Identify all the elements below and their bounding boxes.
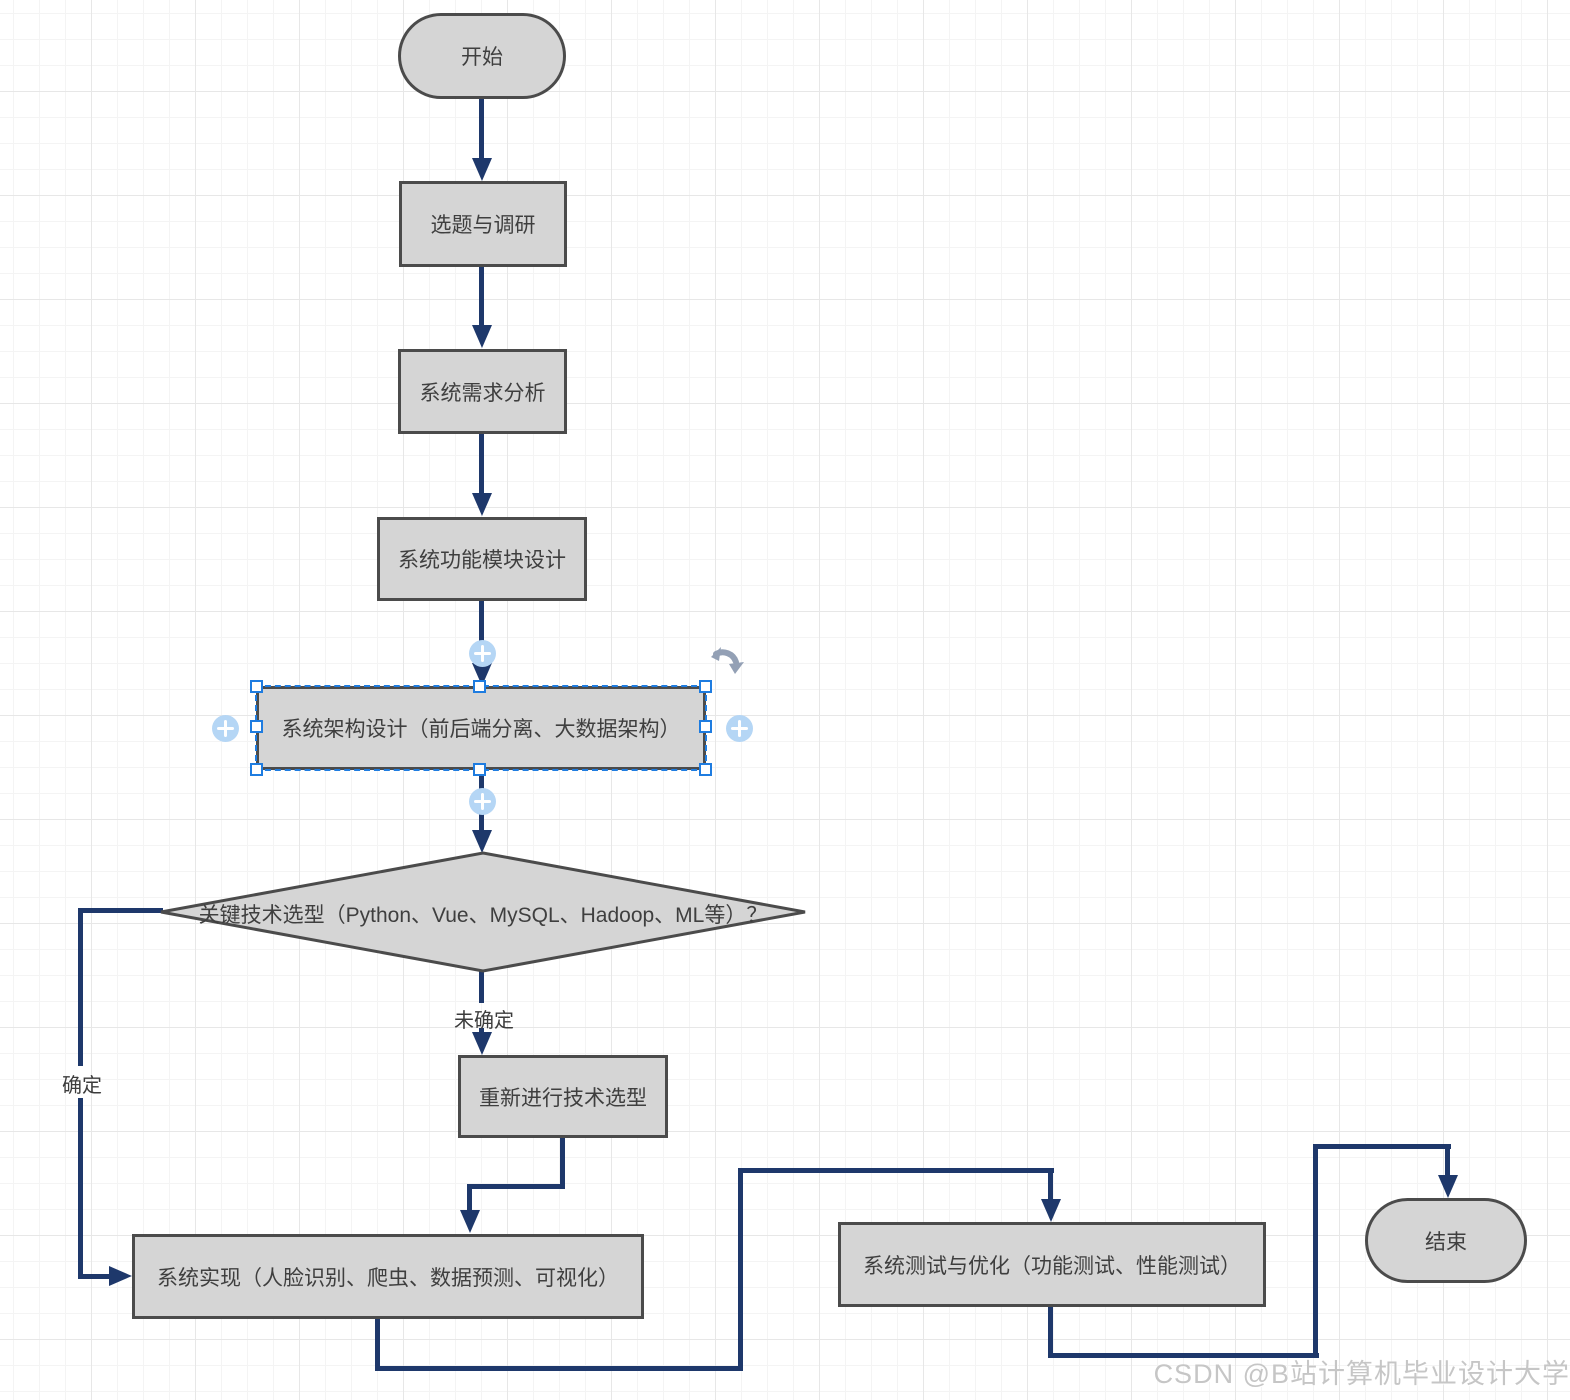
node-label: 重新进行技术选型	[479, 1086, 647, 1110]
arrowhead-down-icon	[472, 158, 492, 181]
edge-segment	[479, 971, 484, 1003]
connection-point-top-icon[interactable]	[469, 640, 496, 667]
node-label: 结束	[1425, 1230, 1467, 1254]
node-topic-research[interactable]: 选题与调研	[399, 181, 567, 267]
node-label: 选题与调研	[430, 214, 536, 237]
resize-handle-s[interactable]	[473, 763, 486, 776]
edge-segment	[78, 908, 83, 1066]
node-label: 系统实现（人脸识别、爬虫、数据预测、可视化）	[157, 1266, 619, 1290]
arrowhead-down-icon	[472, 325, 492, 348]
connection-point-left-icon[interactable]	[212, 715, 239, 742]
node-implementation[interactable]: 系统实现（人脸识别、爬虫、数据预测、可视化）	[132, 1234, 644, 1319]
edge-segment	[375, 1319, 380, 1371]
node-label: 系统测试与优化（功能测试、性能测试）	[863, 1254, 1241, 1278]
node-module-design[interactable]: 系统功能模块设计	[377, 517, 587, 601]
arrowhead-down-icon	[472, 493, 492, 516]
edge-segment	[467, 1184, 472, 1212]
node-label: 开始	[461, 46, 503, 69]
node-testing-optimization[interactable]: 系统测试与优化（功能测试、性能测试）	[838, 1222, 1266, 1307]
resize-handle-e[interactable]	[699, 720, 712, 733]
edge-segment	[1048, 1168, 1053, 1200]
node-label: 系统架构设计（前后端分离、大数据架构）	[281, 718, 681, 741]
resize-handle-sw[interactable]	[250, 763, 263, 776]
node-start[interactable]: 开始	[398, 13, 566, 99]
resize-handle-nw[interactable]	[250, 680, 263, 693]
edge-segment	[78, 1098, 83, 1279]
connection-point-bottom-icon[interactable]	[469, 788, 496, 815]
edge-segment	[738, 1168, 743, 1371]
edge-segment	[78, 1274, 112, 1279]
edge-segment	[467, 1184, 565, 1189]
arrowhead-down-icon	[1438, 1175, 1458, 1198]
node-label: 系统需求分析	[419, 381, 546, 405]
node-end[interactable]: 结束	[1365, 1198, 1527, 1283]
node-architecture-design[interactable]: 系统架构设计（前后端分离、大数据架构）	[250, 680, 712, 776]
arrowhead-down-icon	[460, 1210, 480, 1233]
edge-segment	[560, 1138, 565, 1189]
edge-segment	[1313, 1144, 1451, 1149]
arrowhead-down-icon	[472, 830, 492, 853]
node-reselect-technology[interactable]: 重新进行技术选型	[458, 1055, 668, 1138]
node-label: 系统功能模块设计	[398, 549, 566, 572]
edge-segment	[1048, 1307, 1053, 1358]
node-decision-tech-selection[interactable]: 关键技术选型（Python、Vue、MySQL、Hadoop、ML等）？	[198, 904, 768, 927]
edge-segment	[479, 434, 484, 497]
edge-segment	[1445, 1144, 1450, 1175]
edge-segment	[738, 1168, 1054, 1173]
resize-handle-w[interactable]	[250, 720, 263, 733]
resize-handle-se[interactable]	[699, 763, 712, 776]
arrowhead-down-icon	[472, 1032, 492, 1055]
rotate-handle-icon[interactable]	[703, 641, 749, 690]
node-requirements-analysis[interactable]: 系统需求分析	[398, 349, 567, 434]
csdn-watermark: CSDN @B站计算机毕业设计大学	[1153, 1359, 1570, 1389]
edge-segment	[375, 1366, 743, 1371]
edge-segment	[479, 99, 484, 161]
edge-segment	[78, 908, 163, 913]
resize-handle-n[interactable]	[473, 680, 486, 693]
connection-point-right-icon[interactable]	[726, 715, 753, 742]
arrowhead-right-icon	[109, 1266, 132, 1286]
arrowhead-down-icon	[1041, 1199, 1061, 1222]
edge-label-confirmed: 确定	[62, 1075, 102, 1097]
edge-segment	[479, 267, 484, 329]
edge-segment	[1313, 1144, 1318, 1358]
edge-label-not-confirmed: 未确定	[454, 1010, 514, 1032]
